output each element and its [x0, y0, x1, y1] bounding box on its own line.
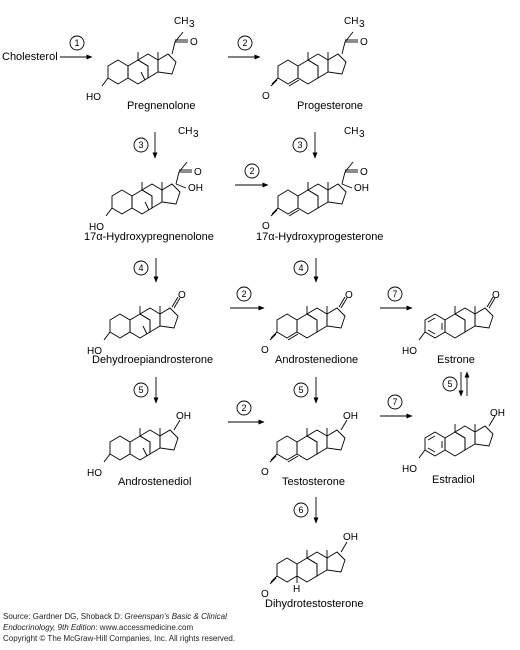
- enzyme-badge-2: 2: [244, 163, 260, 179]
- methyl-label: CH: [344, 126, 358, 137]
- svg-text:2: 2: [242, 38, 247, 48]
- svg-text:6: 6: [298, 505, 303, 515]
- carbonyl-o: O: [492, 290, 500, 301]
- structure-androstenediol: [103, 419, 181, 463]
- structure-dhea: [103, 296, 181, 341]
- svg-text:7: 7: [392, 289, 397, 299]
- carbonyl-o: O: [360, 37, 368, 48]
- hydroxyl-label: OH: [343, 532, 358, 543]
- svg-text:5: 5: [138, 385, 143, 395]
- enzyme-badge-6: 6: [293, 502, 309, 518]
- source-website: : www.accessmedicine.com: [95, 623, 194, 632]
- enzyme-badge-7: 7: [387, 286, 403, 302]
- structure-17oh-pregnenolone: [105, 161, 192, 217]
- hydroxyl-label: HO: [86, 92, 101, 103]
- svg-text:5: 5: [298, 385, 303, 395]
- carbonyl-o: O: [345, 290, 353, 301]
- carbonyl-o: O: [261, 589, 269, 600]
- compound-label-progesterone: Progesterone: [297, 100, 363, 112]
- carbonyl-o: O: [194, 167, 202, 178]
- structure-testosterone: [269, 419, 348, 463]
- carbonyl-o: O: [360, 167, 368, 178]
- enzyme-badge-2: 2: [237, 35, 253, 51]
- carbonyl-o: O: [262, 91, 270, 102]
- structure-estradiol: [418, 415, 496, 459]
- hydroxyl-label: OH: [188, 183, 203, 194]
- source-prefix: Source: Gardner DG, Shoback D:: [3, 612, 125, 621]
- structure-dht: [269, 541, 348, 585]
- svg-text:5: 5: [447, 379, 452, 389]
- compound-label-dht: Dihydrotestosterone: [265, 598, 363, 610]
- enzyme-badge-4: 4: [293, 260, 309, 276]
- steroidogenesis-diagram: Cholesterol 1 CH 3 O HO Pregnenolone 2 C…: [2, 16, 505, 610]
- structure-17oh-progesterone: [270, 161, 358, 217]
- methyl-subscript: 3: [193, 129, 199, 140]
- source-book-title: Greenspan's Basic & Clinical: [124, 612, 227, 621]
- svg-text:3: 3: [297, 140, 302, 150]
- svg-text:2: 2: [241, 289, 246, 299]
- methyl-label: CH: [174, 16, 188, 27]
- enzyme-badge-3: 3: [133, 137, 149, 153]
- compound-label-testosterone: Testosterone: [282, 476, 345, 488]
- hydrogen-label: H: [293, 584, 300, 595]
- enzyme-badge-5: 5: [133, 382, 149, 398]
- svg-text:3: 3: [138, 140, 143, 150]
- hydroxyl-label: HO: [87, 346, 102, 357]
- compound-label-cholesterol: Cholesterol: [2, 51, 58, 63]
- structure-progesterone: [270, 31, 358, 87]
- structure-pregnenolone: [101, 31, 188, 87]
- compound-label-estradiol: Estradiol: [432, 474, 475, 486]
- compound-label-pregnenolone: Pregnenolone: [127, 100, 196, 112]
- hydroxyl-label: HO: [89, 222, 104, 233]
- methyl-label: CH: [178, 126, 192, 137]
- svg-text:2: 2: [249, 166, 254, 176]
- svg-text:4: 4: [138, 263, 143, 273]
- compound-label-androstenediol: Androstenediol: [118, 476, 191, 488]
- enzyme-badge-4: 4: [133, 260, 149, 276]
- copyright-line: Copyright © The McGraw-Hill Companies, I…: [3, 634, 236, 643]
- methyl-subscript: 3: [189, 19, 195, 30]
- enzyme-badge-2: 2: [236, 286, 252, 302]
- carbonyl-o: O: [178, 290, 186, 301]
- enzyme-badge-5: 5: [442, 376, 458, 392]
- methyl-subscript: 3: [359, 19, 365, 30]
- carbonyl-o: O: [261, 467, 269, 478]
- structure-estrone: [418, 296, 496, 341]
- carbonyl-o: O: [190, 37, 198, 48]
- source-line-1: Source: Gardner DG, Shoback D: Greenspan…: [3, 611, 518, 622]
- compound-label-17oh-pregnenolone: 17α-Hydroxypregnenolone: [84, 231, 214, 243]
- hydroxyl-label: OH: [343, 411, 358, 422]
- svg-text:4: 4: [298, 263, 303, 273]
- hydroxyl-label: OH: [354, 183, 369, 194]
- hydroxyl-label: OH: [176, 411, 191, 422]
- carbonyl-o: O: [262, 221, 270, 232]
- compound-label-estrone: Estrone: [437, 354, 475, 366]
- compound-label-dhea: Dehydroepiandrosterone: [92, 354, 213, 366]
- svg-text:7: 7: [392, 397, 397, 407]
- methyl-label: CH: [344, 16, 358, 27]
- hydroxyl-label: HO: [402, 346, 417, 357]
- enzyme-badge-5: 5: [293, 382, 309, 398]
- compound-label-17oh-progesterone: 17α-Hydroxyprogesterone: [256, 231, 383, 243]
- hydroxyl-label: HO: [87, 468, 102, 479]
- source-line-2: Endocrinology, 9th Edition: www.accessme…: [3, 622, 518, 633]
- enzyme-badge-7: 7: [387, 394, 403, 410]
- compound-label-androstenedione: Androstenedione: [275, 354, 358, 366]
- enzyme-badge-1: 1: [69, 35, 85, 51]
- structure-androstenedione: [269, 296, 348, 341]
- svg-text:2: 2: [241, 403, 246, 413]
- methyl-subscript: 3: [359, 129, 365, 140]
- enzyme-badge-3: 3: [292, 137, 308, 153]
- source-book-edition: Endocrinology, 9th Edition: [3, 623, 96, 632]
- hydroxyl-label: HO: [402, 464, 417, 475]
- svg-text:1: 1: [74, 38, 79, 48]
- carbonyl-o: O: [261, 345, 269, 356]
- hydroxyl-label: OH: [490, 408, 505, 419]
- source-citation: Source: Gardner DG, Shoback D: Greenspan…: [3, 611, 518, 644]
- enzyme-badge-2: 2: [236, 400, 252, 416]
